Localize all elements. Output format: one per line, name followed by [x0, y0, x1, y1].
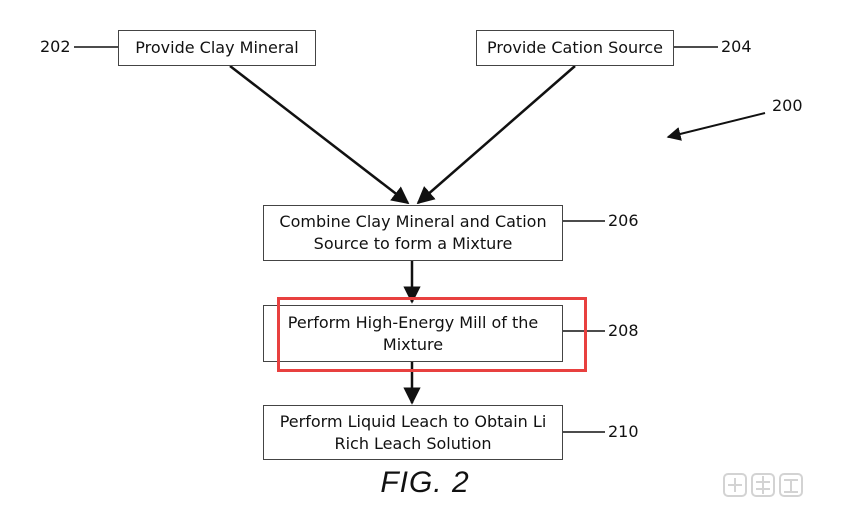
arrow-200 [666, 112, 766, 141]
ref-numeral-200: 200 [772, 96, 803, 115]
watermark-logo [723, 473, 803, 497]
ref-numeral-206: 206 [608, 211, 639, 230]
highlight-frame-208 [277, 297, 587, 372]
figure-caption: FIG. 2 [380, 466, 470, 499]
step-label-206: Combine Clay Mineral and Cation Source t… [279, 212, 547, 253]
step-label-204: Provide Cation Source [486, 38, 664, 57]
ref-numeral-208: 208 [608, 321, 639, 340]
ref-numeral-204: 204 [721, 37, 752, 56]
arrow-202-to-206 [229, 65, 410, 205]
step-box-208: Perform High-Energy Mill of the Mixture [263, 305, 563, 362]
step-box-204: Provide Cation Source [476, 30, 674, 66]
step-label-210: Perform Liquid Leach to Obtain Li Rich L… [279, 411, 547, 453]
step-box-202: Provide Clay Mineral [118, 30, 316, 66]
ref-numeral-210: 210 [608, 422, 639, 441]
ref-numeral-202: 202 [40, 37, 71, 56]
arrow-204-to-206 [416, 65, 576, 205]
step-label-208: Perform High-Energy Mill of the Mixture [287, 312, 539, 354]
step-box-210: Perform Liquid Leach to Obtain Li Rich L… [263, 405, 563, 460]
step-label-202: Provide Clay Mineral [135, 38, 299, 57]
step-box-206: Combine Clay Mineral and Cation Source t… [263, 205, 563, 261]
